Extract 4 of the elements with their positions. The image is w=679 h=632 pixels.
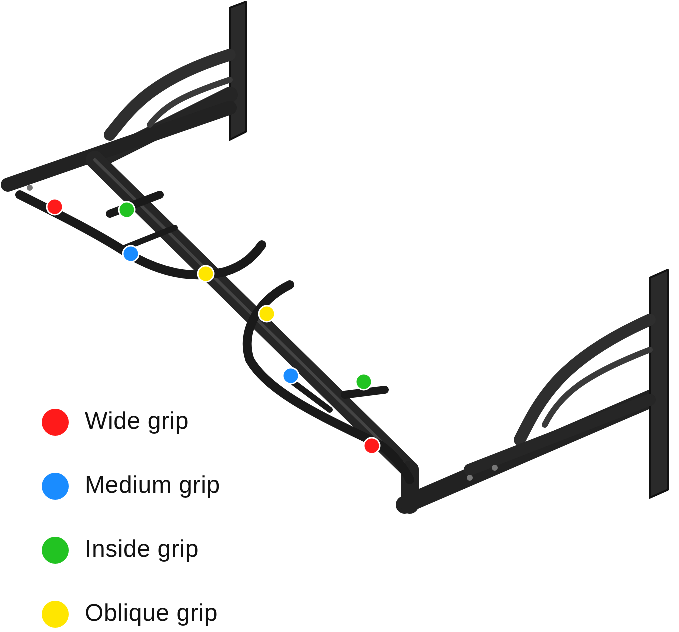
legend-label: Medium grip: [85, 472, 220, 500]
legend-label: Wide grip: [85, 408, 190, 436]
legend-label: Oblique grip: [85, 600, 218, 628]
legend-label: Inside grip: [85, 536, 200, 564]
